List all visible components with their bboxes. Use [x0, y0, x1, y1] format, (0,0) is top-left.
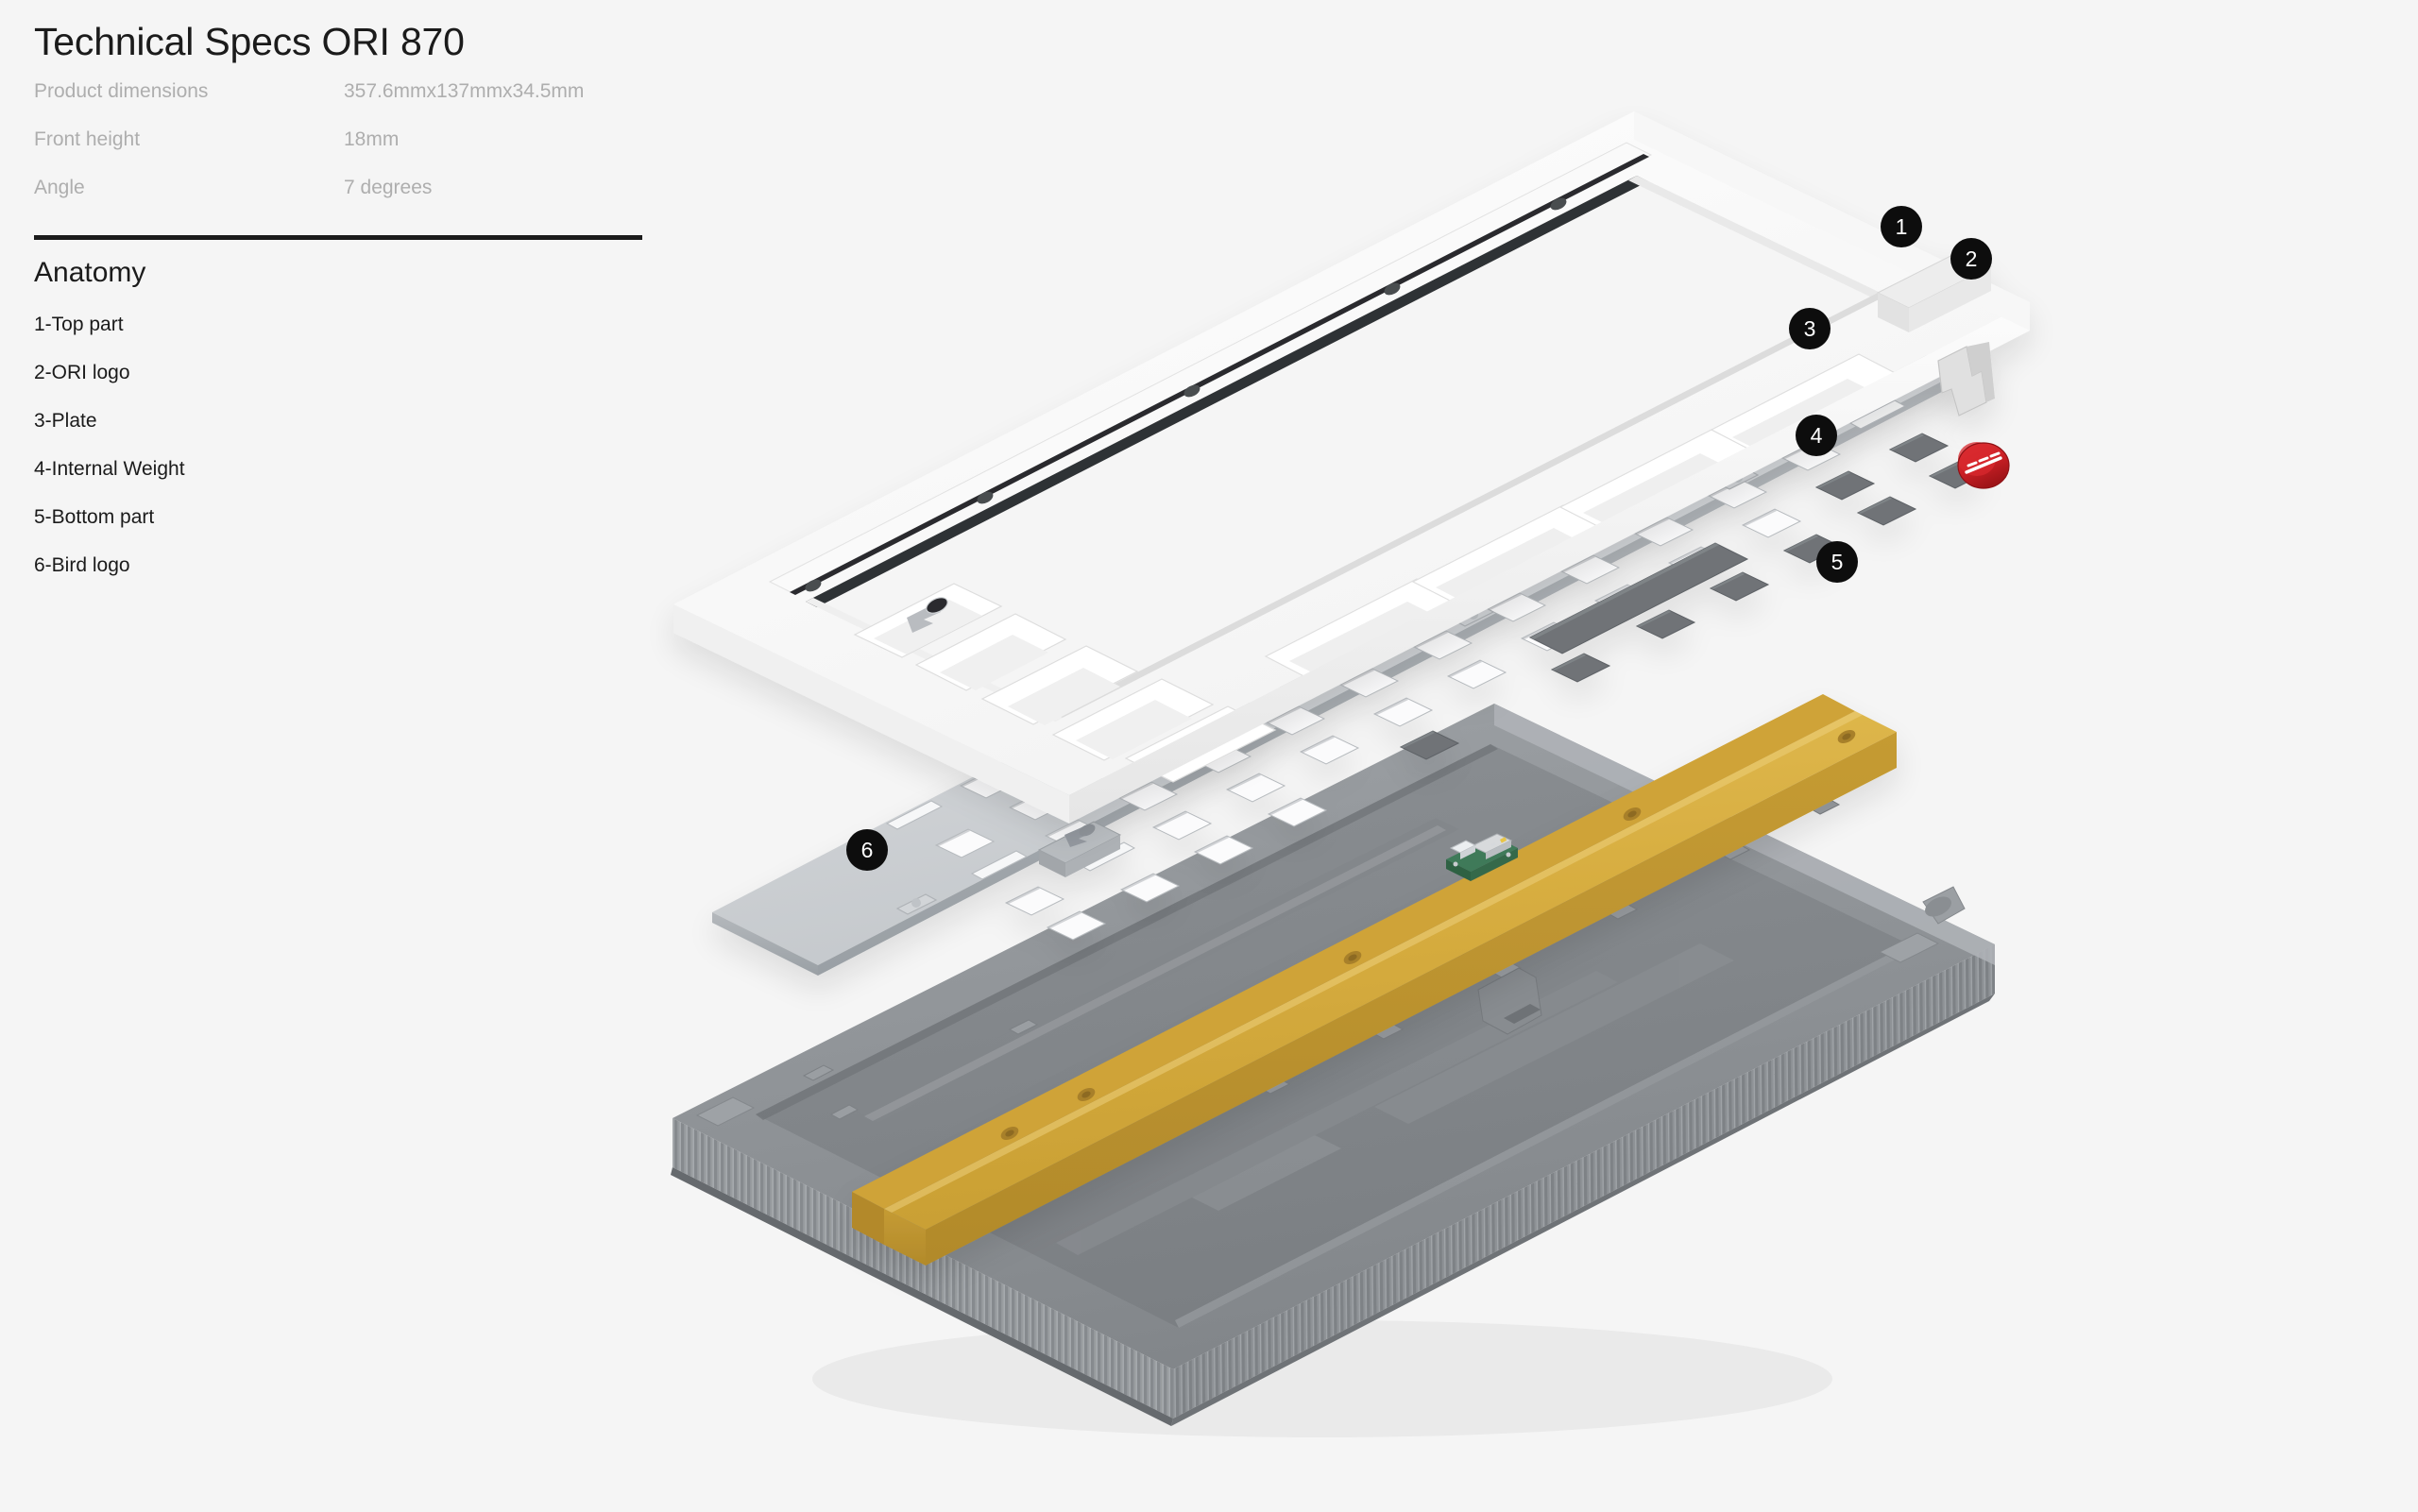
spec-table: Product dimensions 357.6mmx137mmx34.5mm … [34, 80, 695, 225]
spec-row: Front height 18mm [34, 128, 695, 177]
info-panel: Technical Specs ORI 870 Product dimensio… [34, 20, 695, 589]
part-bottom-part [671, 704, 1995, 1437]
anatomy-list: 1-Top part 2-ORI logo 3-Plate 4-Internal… [34, 300, 695, 589]
part-daughterboard [1446, 833, 1518, 881]
section-divider [34, 235, 642, 241]
spec-label-front-height: Front height [34, 128, 141, 151]
callout-2-ori-logo[interactable]: 2 [1950, 238, 1992, 280]
part-plate [712, 285, 1989, 976]
part-top-part [673, 111, 2030, 824]
bird-logo-engraving [907, 597, 948, 633]
anatomy-item-plate: 3-Plate [34, 410, 97, 433]
callout-1-top-part[interactable]: 1 [1881, 206, 1922, 247]
callout-5-bottom-part[interactable]: 5 [1816, 541, 1858, 583]
spec-label-angle: Angle [34, 177, 85, 199]
page-title: Technical Specs ORI 870 [34, 20, 465, 63]
anatomy-item-ori-logo: 2-ORI logo [34, 362, 130, 384]
spec-value-product-dimensions: 357.6mmx137mmx34.5mm [344, 80, 585, 103]
callout-6-bird-logo[interactable]: 6 [846, 829, 888, 871]
callout-4-internal-weight[interactable]: 4 [1796, 415, 1837, 456]
spec-row: Angle 7 degrees [34, 177, 695, 225]
part-ori-logo [1957, 442, 2010, 489]
anatomy-heading: Anatomy [34, 257, 146, 289]
spec-row: Product dimensions 357.6mmx137mmx34.5mm [34, 80, 695, 128]
spec-value-front-height: 18mm [344, 128, 400, 151]
spec-label-product-dimensions: Product dimensions [34, 80, 209, 103]
anatomy-item-internal-weight: 4-Internal Weight [34, 458, 185, 481]
bird-logo-boss [1037, 821, 1122, 877]
callout-3-plate[interactable]: 3 [1789, 308, 1831, 349]
part-internal-weight [852, 694, 1897, 1266]
anatomy-item-bird-logo: 6-Bird logo [34, 554, 130, 577]
spec-value-angle: 7 degrees [344, 177, 433, 199]
anatomy-item-top-part: 1-Top part [34, 314, 124, 336]
anatomy-item-bottom-part: 5-Bottom part [34, 506, 155, 529]
